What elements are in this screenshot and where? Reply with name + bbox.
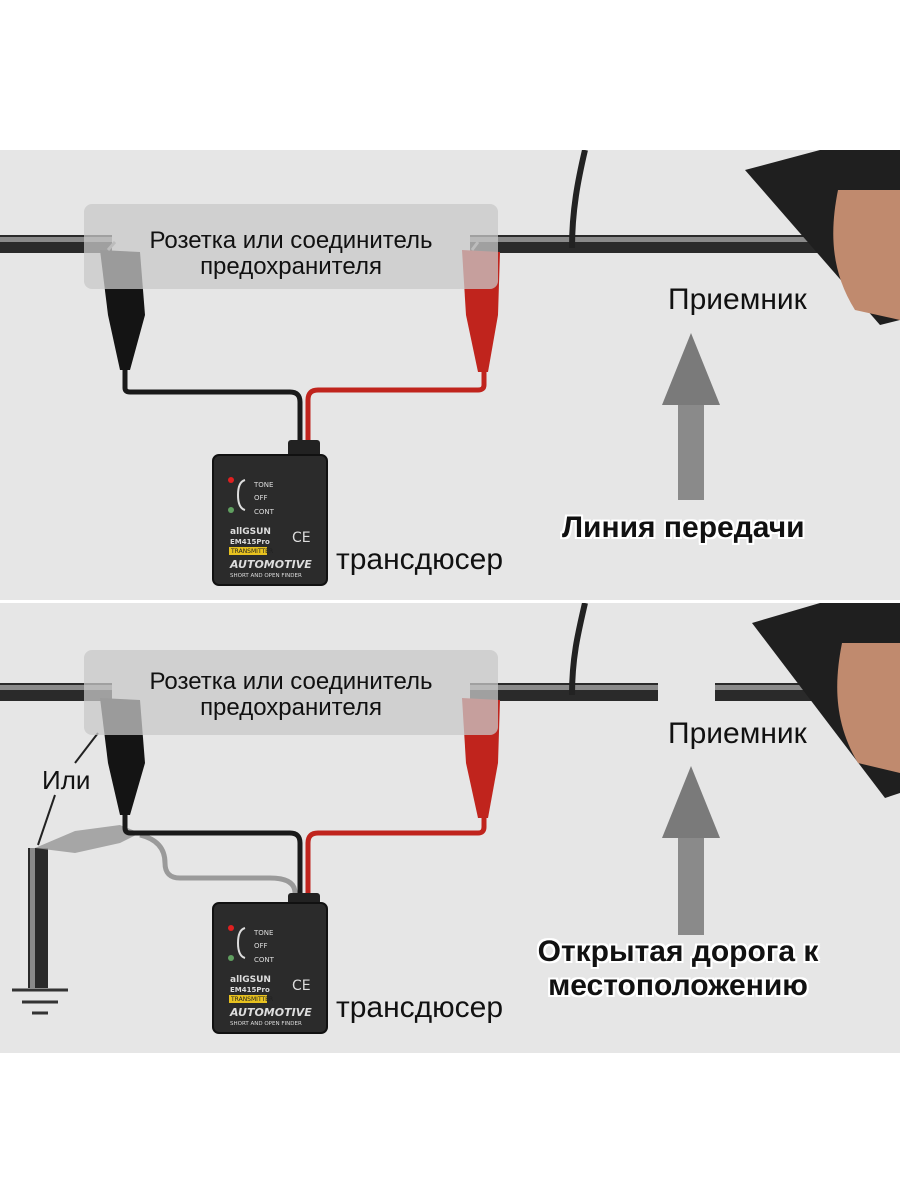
socket-label-line1: Розетка или соединитель bbox=[149, 227, 433, 254]
up-arrow bbox=[662, 766, 720, 935]
ce-mark: CE bbox=[292, 978, 311, 994]
probe-wire bbox=[569, 603, 588, 696]
cable-right-highlight bbox=[470, 237, 900, 242]
model-text: EM415Pro bbox=[230, 986, 270, 994]
transducer-label: трансдюсер bbox=[336, 991, 504, 1024]
transmitter-device: TONE OFF CONT allGSUN EM415Pro CE TRANSM… bbox=[212, 893, 328, 1034]
receiver-device bbox=[745, 150, 900, 325]
ce-mark: CE bbox=[292, 530, 311, 546]
mode-off-text: OFF bbox=[254, 942, 268, 950]
probe-wire bbox=[569, 150, 588, 249]
mode-tone-text: TONE bbox=[253, 481, 273, 489]
panel-open-circuit: TONE OFF CONT allGSUN EM415Pro CE TRANSM… bbox=[0, 603, 900, 1053]
socket-label-box bbox=[84, 650, 498, 735]
mode-cont-text: CONT bbox=[254, 508, 275, 516]
black-wire bbox=[122, 815, 303, 903]
or-label: Или bbox=[42, 765, 91, 795]
or-pointer-top bbox=[74, 732, 99, 764]
or-pointer-bottom bbox=[37, 794, 56, 846]
receiver-device bbox=[752, 603, 900, 798]
model-text: EM415Pro bbox=[230, 538, 270, 546]
title-text: AUTOMOTIVE bbox=[229, 558, 312, 571]
socket-label-line1: Розетка или соединитель bbox=[149, 668, 433, 695]
bottom-diagram-art: TONE OFF CONT allGSUN EM415Pro CE TRANSM… bbox=[0, 603, 900, 1034]
ground-rod bbox=[12, 848, 68, 1015]
brand-text: allGSUN bbox=[230, 975, 271, 985]
socket-label-box bbox=[84, 204, 498, 289]
subtitle-text: SHORT AND OPEN FINDER bbox=[230, 1021, 302, 1027]
up-arrow bbox=[662, 333, 720, 500]
red-wire bbox=[305, 372, 487, 450]
grey-clip bbox=[35, 825, 140, 853]
badge-text: TRANSMITTER bbox=[230, 548, 273, 555]
receiver-label: Приемник bbox=[668, 717, 807, 750]
cable-left-highlight bbox=[0, 237, 112, 242]
transmitter-device: TONE OFF CONT allGSUN EM415Pro CE TRANSM… bbox=[212, 440, 328, 586]
socket-label-line2: предохранителя bbox=[200, 694, 382, 721]
socket-label-line2: предохранителя bbox=[200, 253, 382, 280]
mode-off-text: OFF bbox=[254, 494, 268, 502]
mode-tone-text: TONE bbox=[253, 929, 273, 937]
open-path-label-line1: Открытая дорога к bbox=[537, 935, 819, 968]
black-wire bbox=[122, 370, 303, 450]
title-text: AUTOMOTIVE bbox=[229, 1006, 312, 1019]
cable-middle-highlight bbox=[470, 685, 658, 690]
panel-line-test: TONE OFF CONT allGSUN EM415Pro CE TRANSM… bbox=[0, 150, 900, 600]
badge-text: TRANSMITTER bbox=[230, 996, 273, 1003]
brand-text: allGSUN bbox=[230, 527, 271, 537]
open-path-label-line2: местоположению bbox=[548, 969, 808, 1002]
receiver-label: Приемник bbox=[668, 283, 807, 316]
red-wire bbox=[305, 818, 487, 903]
transducer-label: трансдюсер bbox=[336, 543, 504, 576]
transmission-line-label: Линия передачи bbox=[562, 511, 805, 544]
mode-cont-text: CONT bbox=[254, 956, 275, 964]
cable-left-highlight bbox=[0, 685, 112, 690]
subtitle-text: SHORT AND OPEN FINDER bbox=[230, 573, 302, 579]
grey-wire bbox=[139, 832, 298, 894]
